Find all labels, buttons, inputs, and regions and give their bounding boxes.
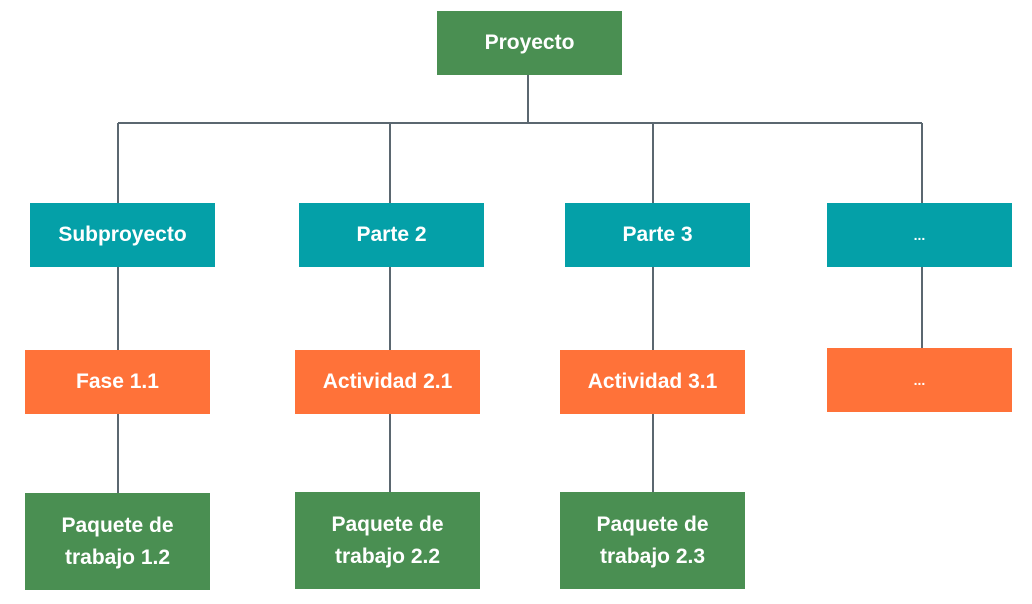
node-label: Parte 3 bbox=[622, 223, 693, 246]
level1-node-parte-3: Parte 3 bbox=[565, 203, 750, 267]
node-label-line2: trabajo 1.2 bbox=[64, 545, 171, 569]
level1-node-parte-2: Parte 2 bbox=[299, 203, 484, 267]
node-label: ... bbox=[913, 372, 926, 388]
level2-node-ellipsis: ... bbox=[827, 348, 1012, 412]
node-label: ... bbox=[913, 227, 926, 243]
level2-node-actividad-2-1: Actividad 2.1 bbox=[295, 350, 480, 414]
node-label: Fase 1.1 bbox=[76, 370, 159, 393]
node-label-line2: trabajo 2.2 bbox=[334, 544, 441, 568]
node-label-block: Paquete de trabajo 1.2 bbox=[61, 510, 173, 574]
level2-node-actividad-3-1: Actividad 3.1 bbox=[560, 350, 745, 414]
node-label: Parte 2 bbox=[356, 223, 427, 246]
level1-node-subproyecto: Subproyecto bbox=[30, 203, 215, 267]
level1-node-ellipsis: ... bbox=[827, 203, 1012, 267]
level3-node-paquete-2-2: Paquete de trabajo 2.2 bbox=[295, 492, 480, 589]
node-label: Actividad 3.1 bbox=[587, 370, 718, 393]
root-node-proyecto: Proyecto bbox=[437, 11, 622, 75]
node-label-block: Paquete de trabajo 2.2 bbox=[331, 509, 443, 573]
level2-node-fase-1-1: Fase 1.1 bbox=[25, 350, 210, 414]
level3-node-paquete-1-2: Paquete de trabajo 1.2 bbox=[25, 493, 210, 590]
node-label: Actividad 2.1 bbox=[322, 370, 453, 393]
node-label-block: Paquete de trabajo 2.3 bbox=[596, 509, 708, 573]
node-label-line1: Paquete de bbox=[331, 512, 444, 536]
node-label-line1: Paquete de bbox=[61, 513, 174, 537]
node-label: Proyecto bbox=[484, 31, 575, 54]
level3-node-paquete-2-3: Paquete de trabajo 2.3 bbox=[560, 492, 745, 589]
node-label-line2: trabajo 2.3 bbox=[599, 544, 706, 568]
node-label-line1: Paquete de bbox=[596, 512, 709, 536]
node-label: Subproyecto bbox=[58, 223, 187, 246]
